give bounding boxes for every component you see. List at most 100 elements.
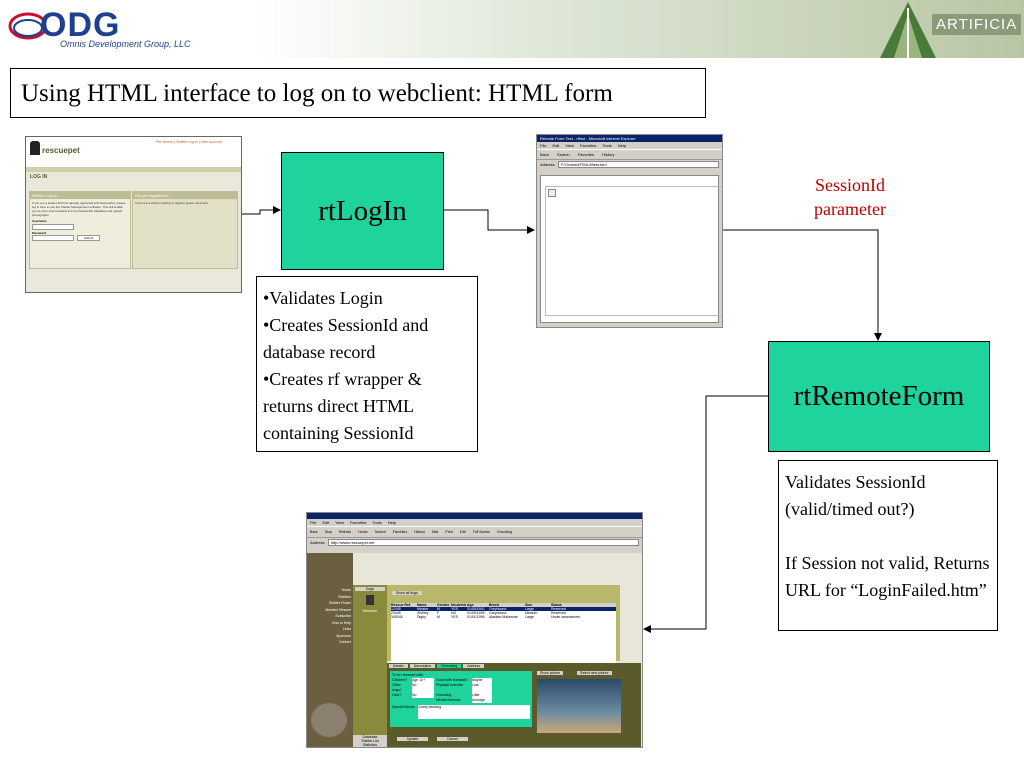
register-panel: Not yet registered? If you are a shelter… (132, 191, 238, 269)
search-button[interactable]: Search (556, 152, 570, 157)
app-menu-tools[interactable]: Tools (372, 520, 382, 525)
tb-stop[interactable]: Stop (324, 530, 332, 534)
address-label: Address (540, 162, 555, 167)
nav-shelters[interactable]: Shelters (338, 594, 351, 599)
tb-refresh[interactable]: Refresh (338, 530, 352, 534)
edge-rtremoteform-to-app (643, 395, 768, 633)
tab-rehoming[interactable]: Rehoming (437, 664, 462, 668)
favorites-button[interactable]: Favorites (577, 152, 595, 157)
show-all-dogs-button[interactable]: Show all dogs (392, 591, 422, 595)
side-tab-welcome[interactable]: Welcome (362, 609, 378, 613)
nav-member-rescue[interactable]: Member Rescue (325, 607, 351, 612)
menu-tools[interactable]: Tools (602, 143, 612, 148)
col-status[interactable]: Status (551, 603, 562, 607)
app-side-panel: Dogs Welcome Database Shelter List Stati… (353, 585, 387, 747)
bottom-tab-statistics[interactable]: Statistics (362, 743, 377, 747)
tb-history[interactable]: History (414, 530, 425, 534)
tb-back[interactable]: Back (310, 530, 318, 534)
nav-how-to-help[interactable]: How to Help (331, 620, 351, 625)
remote-form-frame (545, 186, 722, 316)
browser-blank-addressbar: Address F:\Omnis\HTML\rftest.htm (537, 160, 722, 169)
bottom-tab-shelter-list[interactable]: Shelter List (361, 739, 379, 743)
webclient-app-screenshot: File Edit View Favorites Tools Help Back… (306, 512, 643, 748)
tab-details[interactable]: Details (389, 664, 408, 668)
tab-description[interactable]: Description (409, 664, 436, 668)
tb-home[interactable]: Home (358, 530, 368, 534)
app-menu-edit[interactable]: Edit (322, 520, 330, 525)
browser-blank-titlebar: Remote Form Test - rffirst - Microsoft I… (537, 135, 722, 142)
register-title: Not yet registered? (133, 192, 237, 199)
tb-edit[interactable]: Edit (459, 530, 466, 534)
col-age[interactable]: Age (467, 603, 474, 607)
node-rtlogin: rtLogIn (281, 152, 444, 270)
col-breed[interactable]: Breed (489, 603, 499, 607)
col-size[interactable]: Size (525, 603, 533, 607)
menu-file[interactable]: File (540, 143, 547, 148)
col-name[interactable]: Name (417, 603, 427, 607)
children-select[interactable]: Age 10+ (412, 678, 434, 683)
shelter-login-text: If you are a shelter that has already re… (32, 201, 126, 217)
nav-subscribe[interactable]: Subscribe (335, 614, 351, 618)
other-dogs-label: Other dogs? (392, 683, 402, 692)
shelter-login-title: Shelter Log In (30, 192, 130, 199)
menu-edit[interactable]: Edit (552, 143, 560, 148)
dogs-table-header: Rescue Ref. Name Gender Neutered Age Bre… (391, 603, 616, 607)
back-button[interactable]: Back (540, 152, 549, 157)
submit-button[interactable]: Submit (77, 235, 101, 241)
grooming-select[interactable]: Little (472, 693, 492, 698)
cats-select[interactable]: No (412, 693, 434, 698)
tb-mail[interactable]: Mail (431, 530, 439, 534)
tb-search[interactable]: Search (374, 530, 386, 534)
login-heading: LOG IN (30, 174, 48, 180)
tb-favorites[interactable]: Favorites (392, 530, 408, 534)
app-address-input[interactable]: http://www.rescuepet.net (327, 539, 639, 546)
update-button[interactable]: Update (397, 737, 429, 741)
nav-sponsors[interactable]: Sponsors (336, 633, 351, 638)
tb-print[interactable]: Print (445, 530, 453, 534)
register-text: If you are a shelter wishing to register… (135, 201, 209, 205)
col-rescue-ref[interactable]: Rescue Ref. (391, 603, 412, 607)
mental-select[interactable]: Average (472, 698, 492, 703)
app-menu-help[interactable]: Help (387, 520, 396, 525)
menu-view[interactable]: View (565, 143, 574, 148)
nav-contact[interactable]: Contact (338, 640, 351, 644)
menu-favorites[interactable]: Favorites (579, 143, 597, 148)
tb-encoding[interactable]: Encoding (497, 530, 512, 534)
app-menu-favorites[interactable]: Favorites (349, 520, 367, 525)
address-input[interactable]: F:\Omnis\HTML\rftest.htm (557, 161, 719, 168)
history-button[interactable]: History (602, 152, 615, 157)
side-tab-dogs[interactable]: Dogs (355, 587, 385, 591)
show-picture-button[interactable]: Show picture (537, 671, 564, 675)
cancel-button[interactable]: Cancel (437, 737, 468, 741)
menu-help[interactable]: Help (617, 143, 626, 148)
nav-shelter-finder[interactable]: Shelter Finder (329, 601, 351, 605)
password-input[interactable] (32, 235, 74, 241)
username-input[interactable] (32, 224, 74, 230)
broken-image-icon (548, 189, 556, 197)
bottom-tab-database[interactable]: Database (362, 735, 378, 739)
odg-swoosh-icon (8, 12, 46, 40)
col-neutered[interactable]: Neutered (451, 603, 467, 607)
nav-home[interactable]: Home (341, 588, 351, 592)
special-needs-textarea[interactable]: Comfy bedding (417, 705, 530, 719)
rescuepet-brand: rescuepet (42, 146, 80, 155)
rehoming-form: To be rehomed with: Children? Age 10+ Go… (390, 671, 532, 727)
browser-blank-screenshot: Remote Form Test - rffirst - Microsoft I… (536, 134, 723, 328)
app-menu-file[interactable]: File (310, 520, 317, 525)
exercise-label: Physical exercise (436, 683, 464, 687)
tb-fullscreen[interactable]: Full Screen (472, 530, 491, 534)
exercise-select[interactable]: Lots (472, 683, 492, 693)
edge-browser-to-rtremoteform (722, 229, 882, 341)
col-gender[interactable]: Gender (437, 603, 450, 607)
login-top-links[interactable]: Pet Search | Shelter Log In | User Accou… (156, 140, 222, 144)
edge-login-to-rtlogin (241, 206, 281, 215)
good-select[interactable]: Maybe (472, 678, 492, 683)
tab-address[interactable]: Address (463, 664, 485, 668)
other-dogs-select[interactable]: No (412, 683, 434, 693)
app-menu-view[interactable]: View (335, 520, 344, 525)
nav-links[interactable]: Links (342, 627, 351, 631)
select-picture-button[interactable]: Select new picture (577, 671, 612, 675)
